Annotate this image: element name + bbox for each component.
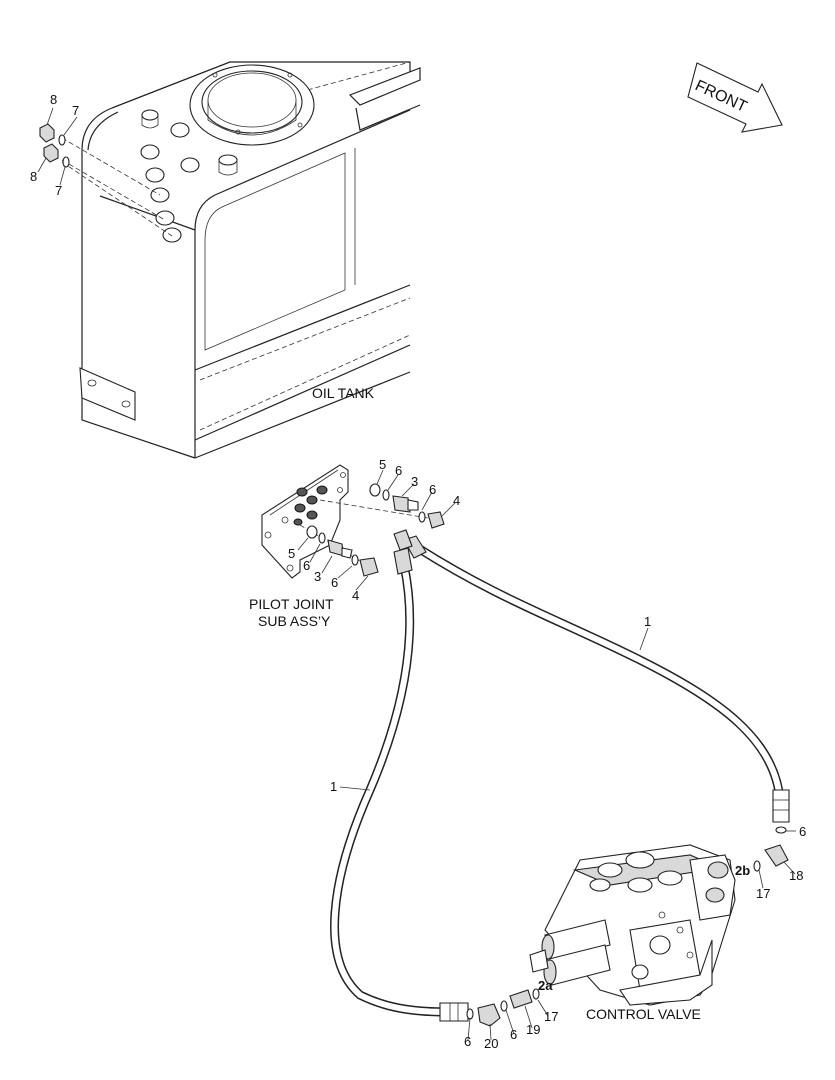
oil-tank xyxy=(61,61,421,459)
callout-7-upper: 7 xyxy=(72,103,79,118)
callout-pj-lower-6b: 6 xyxy=(331,575,338,590)
front-arrow: FRONT xyxy=(687,62,783,133)
cv-oring-6-left xyxy=(466,1008,474,1020)
callout-cv-2a: 2a xyxy=(538,978,553,993)
cv-elbow-20 xyxy=(477,1003,501,1027)
tank-plug-lower xyxy=(43,143,59,163)
callout-8-lower: 8 xyxy=(30,169,37,184)
hose-right xyxy=(403,535,790,823)
callout-hose-left: 1 xyxy=(330,779,337,794)
callout-pj-upper-5: 5 xyxy=(379,457,386,472)
callout-8-upper: 8 xyxy=(50,92,57,107)
callout-pj-upper-6b: 6 xyxy=(429,482,436,497)
callout-pj-upper-4: 4 xyxy=(453,493,460,508)
pj-lower-fittings xyxy=(299,524,379,577)
callout-cv-17-top: 17 xyxy=(756,886,770,901)
cv-fitting-18 xyxy=(764,844,789,867)
callout-cv-20: 20 xyxy=(484,1036,498,1051)
tank-oring-lower xyxy=(62,156,70,168)
callout-cv-6-bottom: 6 xyxy=(510,1027,517,1042)
callout-pj-lower-4: 4 xyxy=(352,588,359,603)
caption-pilot-joint-line2: SUB ASS’Y xyxy=(258,613,331,629)
callout-pj-upper-6a: 6 xyxy=(395,463,402,478)
callout-cv-17-bottom: 17 xyxy=(544,1009,558,1024)
callout-pj-lower-6a: 6 xyxy=(303,558,310,573)
cv-oring-17-top xyxy=(753,860,761,872)
callout-pj-lower-3: 3 xyxy=(314,569,321,584)
caption-oil-tank: OIL TANK xyxy=(312,385,375,401)
callout-cv-19: 19 xyxy=(526,1022,540,1037)
callout-cv-6-top: 6 xyxy=(799,824,806,839)
cv-oring-6-bottom xyxy=(500,1000,508,1012)
callout-7-lower: 7 xyxy=(55,183,62,198)
callout-cv-18: 18 xyxy=(789,868,803,883)
caption-pilot-joint-line1: PILOT JOINT xyxy=(249,596,334,612)
control-valve xyxy=(529,844,736,1006)
callout-pj-lower-5: 5 xyxy=(288,546,295,561)
pilot-joint-bracket xyxy=(261,464,349,579)
cv-oring-6-top xyxy=(775,826,787,834)
pj-upper-fittings xyxy=(319,483,445,529)
tank-plug-upper xyxy=(39,123,55,143)
cv-oring-17-bottom xyxy=(532,988,540,1000)
callout-hose-right: 1 xyxy=(644,614,651,629)
caption-control-valve: CONTROL VALVE xyxy=(586,1006,701,1022)
hose-left xyxy=(330,547,469,1022)
tank-oring-upper xyxy=(58,134,66,146)
callout-cv-6-left: 6 xyxy=(464,1034,471,1049)
callout-pj-upper-3: 3 xyxy=(411,474,418,489)
tank-port-bosses xyxy=(140,122,200,243)
callout-cv-2b: 2b xyxy=(735,863,750,878)
cv-fitting-19 xyxy=(509,989,533,1009)
